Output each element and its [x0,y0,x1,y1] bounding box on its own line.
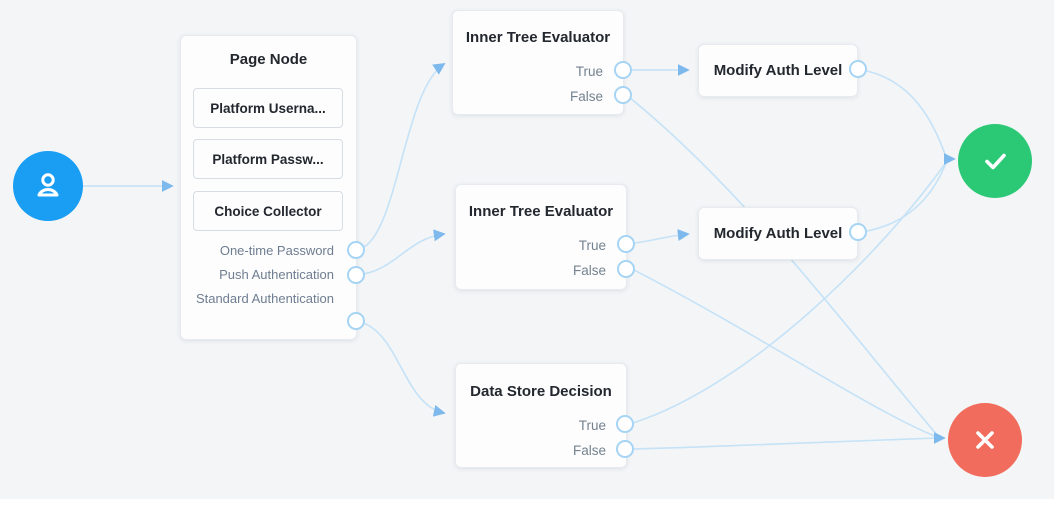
node-title: Modify Auth Level [713,225,843,242]
node-modify-auth-level-top[interactable]: Modify Auth Level [698,44,858,97]
outcome-push-authentication: Push Authentication [219,267,334,282]
node-title: Modify Auth Level [713,62,843,79]
edge-dsd-true-success [632,160,948,424]
failure-node[interactable] [948,403,1022,477]
outcome-true: True [578,238,606,253]
outcome-list: True False [570,59,603,109]
outcome-false: False [569,89,603,104]
outcome-true: True [575,64,603,79]
edge-ite-mid-true-mal-mid [634,229,690,244]
node-title: Inner Tree Evaluator [468,203,614,220]
port-mal-top-out[interactable] [849,60,867,78]
x-icon [976,431,994,449]
child-node-platform-username[interactable]: Platform Userna... [193,88,343,128]
outcome-list: True False [573,233,606,283]
canvas-bottom-edge [0,499,1054,505]
port-ite-top-false[interactable] [614,86,632,104]
port-ite-top-true[interactable] [614,61,632,79]
success-node[interactable] [958,124,1032,198]
edge-dsd-false-failure [633,437,938,450]
outcome-false: False [572,443,606,458]
edge-mal-mid-success [866,162,947,232]
outcome-one-time-password: One-time Password [219,243,334,258]
outcome-false: False [572,263,606,278]
port-ite-mid-true[interactable] [617,235,635,253]
user-icon [37,173,59,197]
outcome-standard-authentication: Standard Authentication [195,291,334,306]
check-icon [985,153,1006,170]
edge-ite-top-false-failure [629,97,939,437]
node-page-node[interactable]: Page Node Platform Userna... Platform Pa… [180,35,357,340]
node-modify-auth-level-mid[interactable]: Modify Auth Level [698,207,858,260]
node-inner-tree-evaluator-top[interactable]: Inner Tree Evaluator True False [452,10,624,115]
port-dsd-true[interactable] [616,415,634,433]
edge-push-ite-mid [356,229,446,276]
outcome-true: True [578,418,606,433]
child-node-platform-password[interactable]: Platform Passw... [193,139,343,179]
port-page-push-authentication[interactable] [347,266,365,284]
edge-standard-dsd [356,320,446,417]
edge-mal-top-success [866,70,947,158]
node-title: Inner Tree Evaluator [465,29,611,46]
start-node[interactable] [13,151,83,221]
port-page-standard-authentication[interactable] [347,312,365,330]
outcome-list: One-time Password Push Authentication St… [196,239,334,311]
node-data-store-decision[interactable]: Data Store Decision True False [455,363,627,468]
node-title: Page Node [229,51,308,68]
port-ite-mid-false[interactable] [617,260,635,278]
child-node-choice-collector[interactable]: Choice Collector [193,191,343,231]
edge-onetime-ite-top [356,62,446,251]
node-title: Data Store Decision [470,383,612,400]
port-page-one-time-password[interactable] [347,241,365,259]
edge-ite-mid-false-failure [633,269,938,438]
port-mal-mid-out[interactable] [849,223,867,241]
outcome-list: True False [573,413,606,463]
node-inner-tree-evaluator-mid[interactable]: Inner Tree Evaluator True False [455,184,627,290]
port-dsd-false[interactable] [616,440,634,458]
